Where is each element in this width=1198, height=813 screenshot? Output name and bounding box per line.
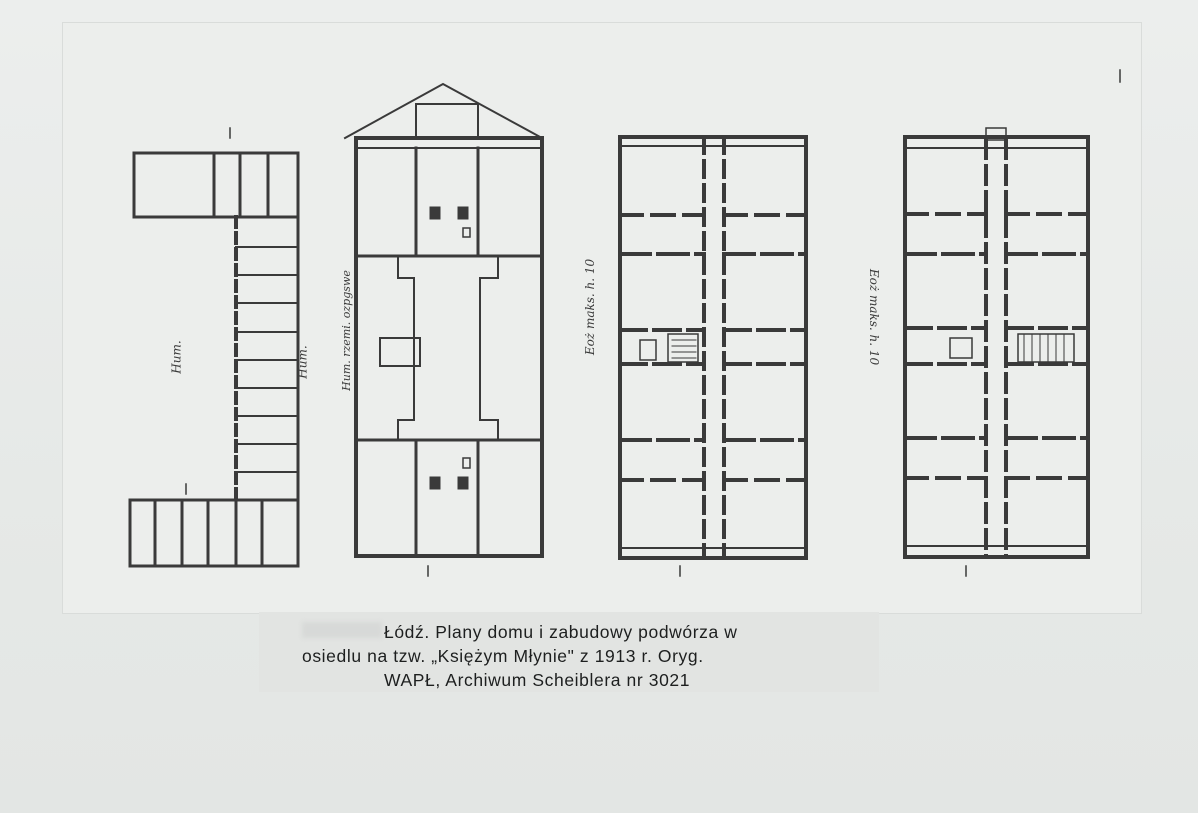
plan-floor-b bbox=[903, 127, 1090, 559]
annotation-plan4: Eoż maks. h. 10 bbox=[867, 268, 882, 366]
plan-photograph bbox=[62, 22, 1142, 614]
annotation-plan1: Hum. bbox=[169, 340, 184, 374]
caption-line-1: Łódź. Plany domu i zabudowy podwórza w bbox=[384, 622, 738, 642]
annotation-plan2: Hum. rzemi. ozpgswe bbox=[339, 270, 353, 391]
redacted-label bbox=[302, 622, 382, 638]
plan-floor-a bbox=[618, 135, 808, 560]
plan-outbuilding bbox=[128, 151, 300, 568]
caption-line-2: osiedlu na tzw. „Księżym Młynie" z 1913 … bbox=[302, 646, 704, 666]
plan-house-gable bbox=[343, 82, 544, 558]
caption-line-3: WAPŁ, Archiwum Scheiblera nr 3021 bbox=[384, 670, 691, 690]
small-ticks bbox=[185, 69, 1121, 577]
annotation-plan1b: Hum. bbox=[295, 345, 310, 379]
annotation-plan3: Eoż maks. h. 10 bbox=[583, 258, 598, 356]
